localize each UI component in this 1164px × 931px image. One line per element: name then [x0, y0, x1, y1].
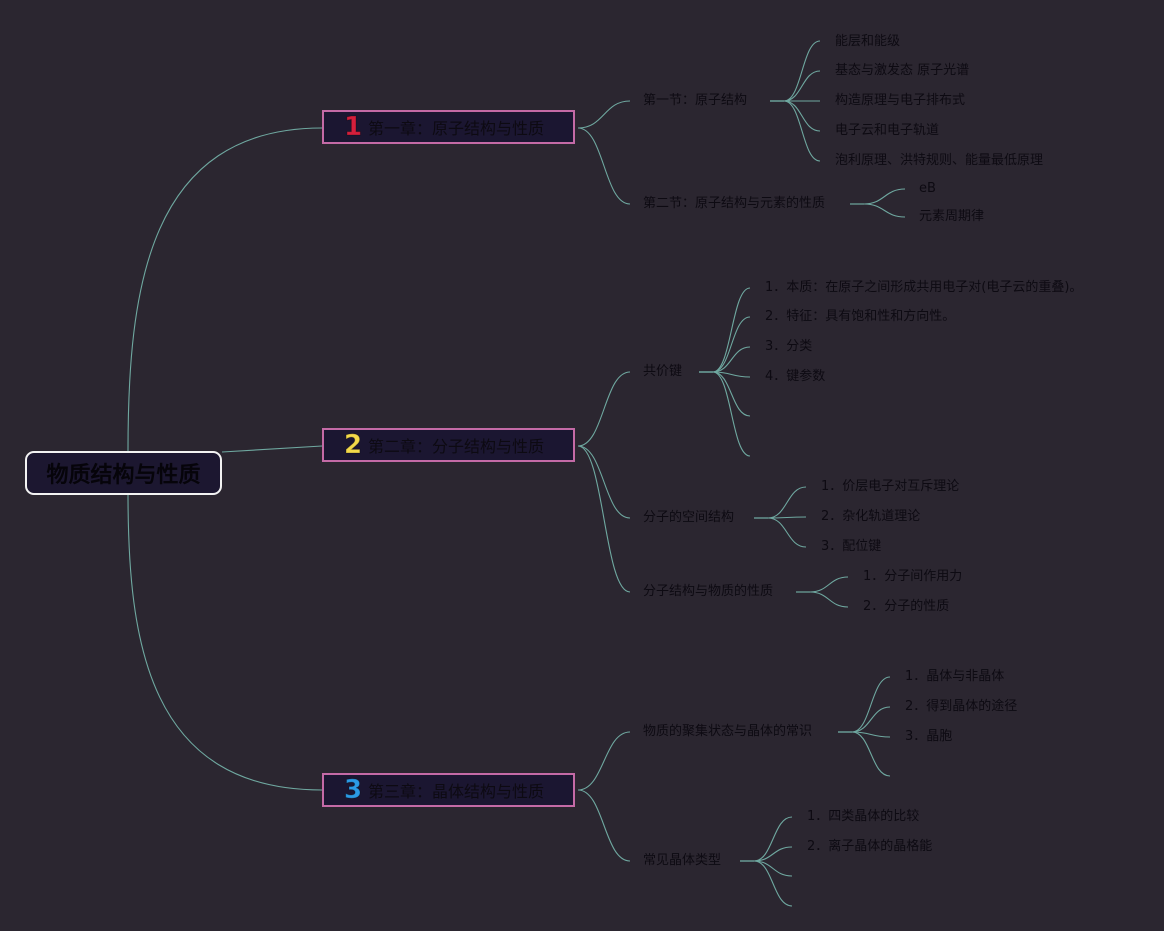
link-s31-leaf-0 — [851, 676, 891, 733]
leaf-ground-excited-state[interactable]: 基态与激发态 原子光谱 — [835, 63, 970, 78]
chapter-1-topic[interactable]: 1 第一章：原子结构与性质 — [322, 110, 575, 144]
chapter-1-number-icon: 1 — [343, 112, 363, 143]
link-s23-leaf-0 — [809, 576, 849, 593]
leaf-electron-cloud[interactable]: 电子云和电子轨道 — [835, 123, 940, 138]
link-chapter-2-section-3 — [577, 445, 631, 593]
leaf-hybrid-orbital-theory[interactable]: 2．杂化轨道理论 — [821, 509, 921, 524]
leaf-covalent-classification[interactable]: 3．分类 — [765, 339, 813, 354]
link-s21-leaf-4 — [712, 371, 751, 417]
link-s32-leaf-1 — [753, 846, 793, 862]
leaf-periodic-law[interactable]: 元素周期律 — [919, 209, 985, 224]
link-s21-leaf-2 — [712, 346, 751, 373]
leaf-vsepr-theory[interactable]: 1．价层电子对互斥理论 — [821, 479, 960, 494]
leaf-covalent-features[interactable]: 2．特征：具有饱和性和方向性。 — [765, 309, 956, 324]
link-s31-leaf-3 — [851, 731, 891, 777]
leaf-energy-levels[interactable]: 能层和能级 — [835, 34, 901, 49]
link-chapter-2-section-2 — [577, 445, 631, 519]
leaf-bond-parameters[interactable]: 4．键参数 — [765, 369, 826, 384]
chapter-1-title: 第一章：原子结构与性质 — [368, 119, 545, 138]
link-s21-leaf-0 — [712, 287, 751, 373]
chapter-3-title: 第三章：晶体结构与性质 — [368, 782, 545, 801]
link-s32-leaf-3 — [753, 860, 793, 907]
leaf-crystal-vs-amorphous[interactable]: 1．晶体与非晶体 — [905, 669, 1005, 684]
link-s11-leaf-1 — [783, 70, 821, 102]
link-s11-leaf-4 — [783, 100, 821, 162]
link-s21-leaf-5 — [712, 371, 751, 457]
leaf-eb[interactable]: eB — [919, 181, 936, 196]
leaf-aufbau-principle[interactable]: 构造原理与电子排布式 — [835, 93, 966, 108]
link-s22-leaf-0 — [767, 486, 807, 519]
leaf-coordinate-bond[interactable]: 3．配位键 — [821, 539, 882, 554]
leaf-molecular-properties[interactable]: 2．分子的性质 — [863, 599, 950, 614]
link-s31-leaf-1 — [851, 706, 891, 733]
chapter-3-topic[interactable]: 3 第三章：晶体结构与性质 — [322, 773, 575, 807]
link-s22-leaf-2 — [767, 517, 807, 548]
link-s21-leaf-3 — [712, 371, 751, 378]
link-root-chapter-3 — [127, 492, 323, 791]
leaf-unit-cell[interactable]: 3．晶胞 — [905, 729, 953, 744]
chapter-2-number-icon: 2 — [343, 430, 363, 461]
leaf-crystal-growth-methods[interactable]: 2．得到晶体的途径 — [905, 699, 1018, 714]
leaf-covalent-nature[interactable]: 1．本质：在原子之间形成共用电子对(电子云的重叠)。 — [765, 280, 1083, 295]
link-s11-leaf-3 — [783, 100, 821, 132]
leaf-lattice-energy[interactable]: 2．离子晶体的晶格能 — [807, 839, 933, 854]
link-s11-leaf-0 — [783, 40, 821, 102]
link-root-chapter-1 — [127, 127, 323, 452]
link-root-chapter-2 — [221, 445, 323, 453]
link-s32-leaf-2 — [753, 860, 793, 877]
link-chapter-1-section-2 — [577, 127, 631, 205]
leaf-four-crystal-comparison[interactable]: 1．四类晶体的比较 — [807, 809, 920, 824]
section-atomic-structure-and-element-properties[interactable]: 第二节：原子结构与元素的性质 — [643, 196, 826, 211]
link-chapter-2-section-1 — [577, 371, 631, 447]
leaf-intermolecular-forces[interactable]: 1．分子间作用力 — [863, 569, 963, 584]
link-s31-leaf-2 — [851, 731, 891, 738]
link-s32-leaf-0 — [753, 816, 793, 862]
link-chapter-1-section-1 — [577, 100, 631, 129]
chapter-3-number-icon: 3 — [343, 775, 363, 806]
chapter-2-title: 第二章：分子结构与性质 — [368, 437, 545, 456]
leaf-pauli-hund-principle[interactable]: 泡利原理、洪特规则、能量最低原理 — [835, 153, 1044, 168]
section-common-crystal-types[interactable]: 常见晶体类型 — [643, 853, 722, 868]
link-chapter-3-section-1 — [577, 731, 631, 791]
section-states-and-crystals[interactable]: 物质的聚集状态与晶体的常识 — [643, 724, 813, 739]
section-atomic-structure[interactable]: 第一节：原子结构 — [643, 93, 748, 108]
section-molecular-geometry[interactable]: 分子的空间结构 — [643, 510, 735, 525]
root-topic[interactable]: 物质结构与性质 — [25, 451, 222, 495]
link-s12-leaf-0 — [863, 188, 906, 205]
link-s12-leaf-1 — [863, 203, 906, 218]
link-s21-leaf-1 — [712, 316, 751, 373]
chapter-2-topic[interactable]: 2 第二章：分子结构与性质 — [322, 428, 575, 462]
link-s22-leaf-1 — [767, 516, 807, 519]
link-chapter-3-section-2 — [577, 789, 631, 862]
root-topic-label: 物质结构与性质 — [46, 463, 201, 488]
link-s23-leaf-1 — [809, 591, 849, 608]
section-molecular-structure-properties[interactable]: 分子结构与物质的性质 — [643, 584, 774, 599]
section-covalent-bond[interactable]: 共价键 — [643, 364, 683, 379]
